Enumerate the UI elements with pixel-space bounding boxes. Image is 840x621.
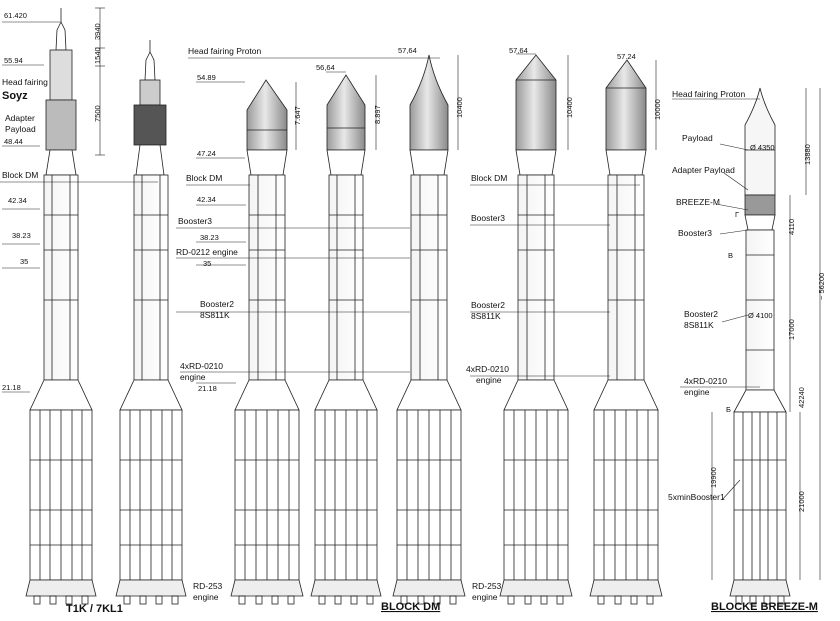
label-h-4234-mid: 42.34 (197, 195, 216, 204)
label-booster3-mid: Booster3 (178, 216, 212, 226)
label-v-10400-right: 10400 (565, 97, 574, 118)
caption-t1k-7kl1: T1K / 7KL1 (66, 603, 123, 615)
label-rd0210-breeze: 4xRD-0210 (684, 376, 727, 386)
label-breeze-m: BREEZE-M (676, 197, 720, 207)
label-v-4110: 4110 (787, 219, 796, 235)
label-booster2-code-right: 8S811K (471, 311, 501, 321)
label-rd0210-mid: 4xRD-0210 (180, 361, 223, 371)
label-payload-breeze: Payload (682, 133, 713, 143)
label-five-min-booster: 5xminBooster1 (668, 492, 725, 502)
label-top-5764-right: 57,64 (509, 46, 528, 55)
label-h-61420: 61.420 (4, 11, 27, 20)
label-head-fairing: Head fairing (2, 77, 48, 87)
label-d-4350: Ø 4350 (750, 143, 775, 152)
label-booster2-code-mid: 8S811K (200, 310, 230, 320)
rocket-block-dm-5 (589, 59, 663, 605)
label-rd253-sub-right: engine (472, 592, 498, 602)
label-h-4724: 47.24 (197, 149, 216, 158)
label-booster2-code-breeze: 8S811K (684, 320, 714, 330)
label-booster2-right: Booster2 (471, 300, 505, 310)
label-mark-g: Г (735, 210, 739, 219)
label-v-7500: 7500 (93, 105, 102, 122)
label-v-17000: 17000 (787, 319, 796, 340)
label-soyz: Soyz (2, 90, 28, 102)
label-head-fairing-proton-breeze: Head fairing Proton (672, 89, 746, 99)
label-rd0210-right: 4xRD-0210 (466, 364, 509, 374)
label-top-5664: 56,64 (316, 63, 335, 72)
label-block-dm-left: Block DM (2, 170, 38, 180)
label-head-fairing-proton: Head fairing Proton (188, 46, 262, 56)
rocket-block-dm-4 (499, 54, 573, 605)
label-v-10000: 10000 (653, 99, 662, 120)
label-h-4844: 48.44 (4, 137, 23, 146)
label-v-8897: 8.897 (373, 105, 382, 124)
label-booster2-mid: Booster2 (200, 299, 234, 309)
label-v-19900: 19900 (709, 467, 718, 488)
label-rd0210-sub-breeze: engine (684, 387, 710, 397)
label-rd0210-sub-mid: engine (180, 372, 206, 382)
rocket-block-dm-1 (230, 79, 304, 605)
rocket-soyz-1 (25, 8, 97, 605)
label-v-56200: ~ 56200 (817, 273, 826, 300)
label-v-3940: 3940 (93, 23, 102, 40)
label-rd0212: RD-0212 engine (176, 247, 238, 257)
label-top-5764-mid: 57,64 (398, 46, 417, 55)
rocket-soyz-2 (115, 40, 187, 605)
label-v-10400-mid: 10400 (455, 97, 464, 118)
label-mark-b: Б (726, 405, 731, 414)
label-adapter-payload: Adapter Payload (672, 165, 735, 175)
label-h-2118-mid: 21.18 (198, 384, 217, 393)
leader-lines (0, 7, 821, 580)
label-booster3-breeze: Booster3 (678, 228, 712, 238)
label-payload: Payload (5, 124, 36, 134)
label-h-5489: 54.89 (197, 73, 216, 82)
label-h-35-left: 35 (20, 257, 28, 266)
label-booster3-right: Booster3 (471, 213, 505, 223)
label-h-3823-mid: 38.23 (200, 233, 219, 242)
label-block-dm-right: Block DM (471, 173, 507, 183)
label-top-5724: 57.24 (617, 52, 636, 61)
label-h-3823-left: 38.23 (12, 231, 31, 240)
label-d-4100: Ø 4100 (748, 311, 773, 320)
label-rd0210-sub-right: engine (476, 375, 502, 385)
label-booster2-breeze: Booster2 (684, 309, 718, 319)
rocket-block-dm-2 (310, 74, 382, 605)
label-block-dm-mid: Block DM (186, 173, 222, 183)
label-v-1540: 1540 (93, 47, 102, 64)
label-rd253-mid: RD-253 (193, 581, 223, 591)
label-v-13880: 13880 (803, 144, 812, 165)
label-v-21000: 21000 (797, 491, 806, 512)
label-h-5594: 55.94 (4, 56, 23, 65)
label-v-7647: 7.647 (293, 106, 302, 125)
label-mark-v: В (728, 251, 733, 260)
label-rd253-sub-mid: engine (193, 592, 219, 602)
label-h-4234-left: 42.34 (8, 196, 27, 205)
label-v-42240: 42240 (797, 387, 806, 408)
label-adapter: Adapter (5, 113, 35, 123)
label-h-2118-left: 21.18 (2, 383, 21, 392)
caption-blocke-breeze-m: BLOCKE BREEZE-M (711, 601, 818, 613)
rocket-breeze-m (729, 87, 791, 605)
label-h-35-mid: 35 (203, 259, 211, 268)
caption-block-dm: BLOCK DM (381, 601, 440, 613)
rocket-block-dm-3 (392, 54, 466, 605)
label-rd253-right: RD-253 (472, 581, 502, 591)
